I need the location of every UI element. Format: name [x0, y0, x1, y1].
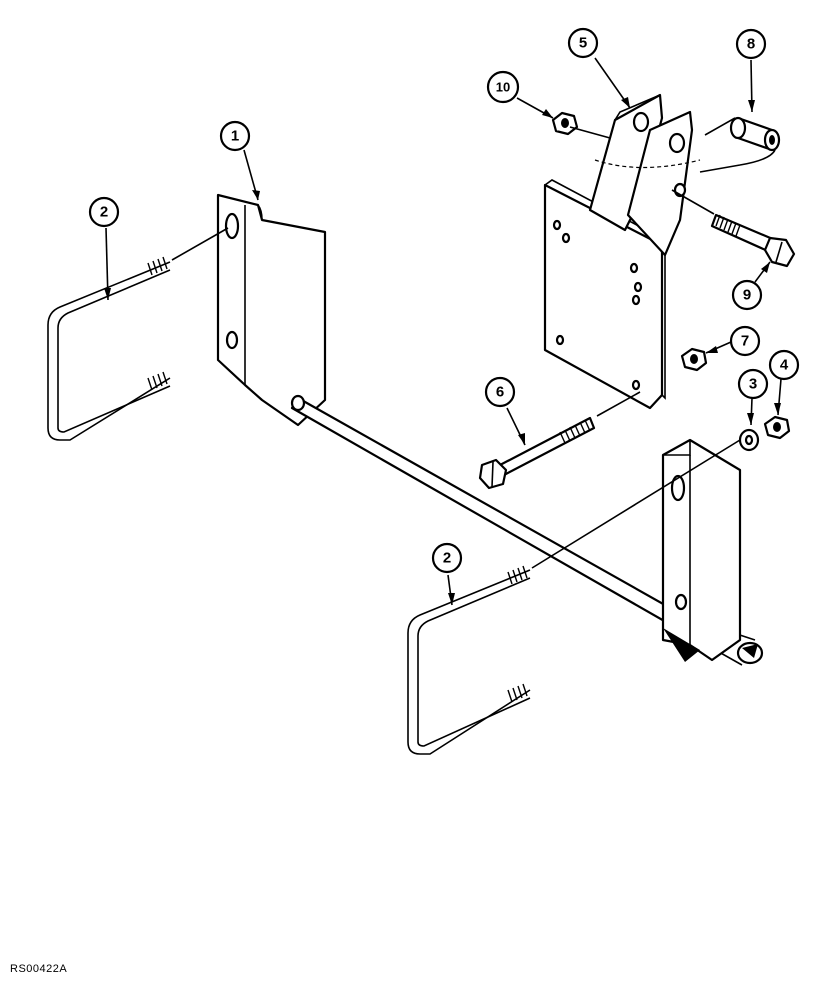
- part-5-upper-mount: [543, 93, 701, 410]
- leader-lines: [104, 57, 782, 606]
- callout-8: 8: [735, 28, 767, 60]
- callout-4: 4: [768, 349, 800, 381]
- callout-9-label: 9: [743, 287, 751, 304]
- callout-1-label: 1: [231, 128, 239, 145]
- part-2-u-bolt-right: [407, 565, 531, 755]
- callout-3: 3: [737, 368, 769, 400]
- callout-2b: 2: [431, 542, 463, 574]
- callout-4-label: 4: [780, 357, 789, 374]
- callout-5: 5: [567, 27, 599, 59]
- callout-2a-label: 2: [100, 204, 108, 221]
- callout-1: 1: [219, 120, 251, 152]
- part-8-bushing: [699, 116, 781, 173]
- callout-9: 9: [731, 279, 763, 311]
- callout-3-label: 3: [749, 376, 757, 393]
- callout-8-label: 8: [747, 36, 755, 53]
- part-2-u-bolt-left: [47, 256, 171, 441]
- part-9-bolt: [710, 213, 796, 268]
- callout-6: 6: [484, 376, 516, 408]
- callout-6-label: 6: [496, 384, 504, 401]
- part-10-nut: [551, 111, 579, 136]
- callout-7-label: 7: [741, 333, 749, 350]
- callout-7: 7: [729, 325, 761, 357]
- callout-5-label: 5: [579, 35, 587, 52]
- callout-10-label: 10: [496, 80, 510, 95]
- part-7-nut: [680, 347, 708, 372]
- callout-2a: 2: [88, 196, 120, 228]
- callout-10: 10: [486, 70, 520, 104]
- callout-2b-label: 2: [443, 550, 451, 567]
- part-3-washer: [738, 428, 760, 452]
- alignment-lines: [171, 126, 741, 569]
- diagram-reference-code: RS00422A: [10, 963, 68, 975]
- part-6-long-bolt: [478, 416, 596, 490]
- part-4-nut: [763, 415, 791, 440]
- part-1-left-bracket: [216, 193, 327, 427]
- right-lower-bracket: [661, 438, 742, 662]
